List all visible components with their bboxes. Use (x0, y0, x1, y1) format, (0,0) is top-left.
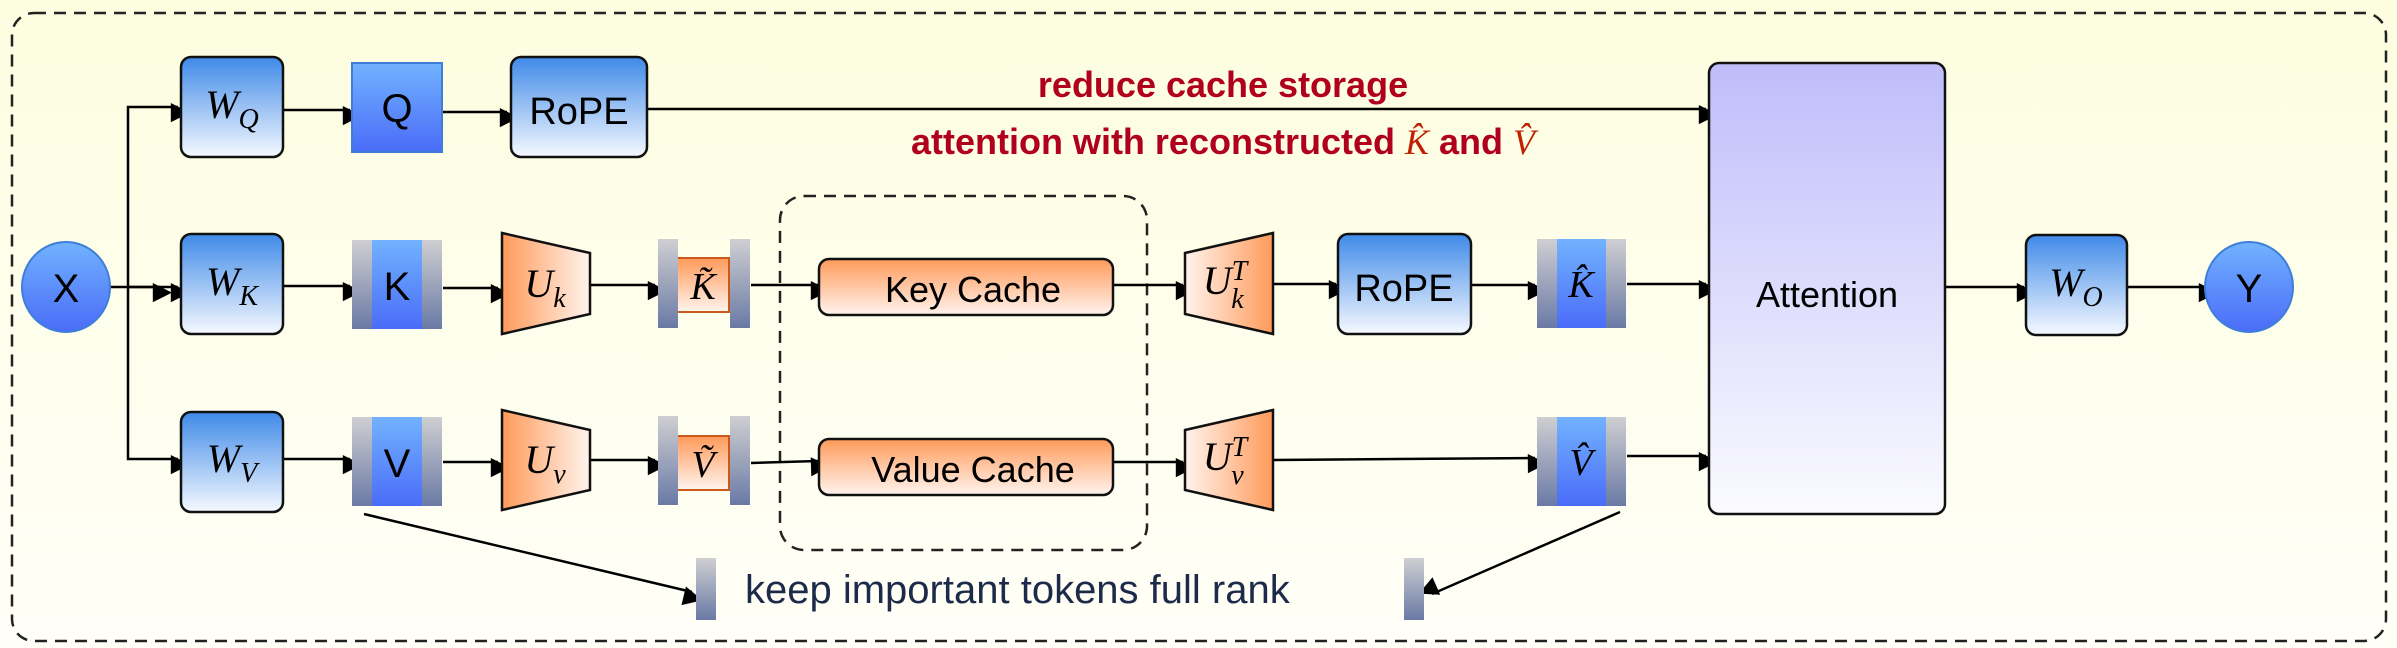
v-hat-label: V̂ (1569, 442, 1596, 484)
wk-projection: WK (179, 232, 285, 336)
outer-dashed-border (10, 11, 2388, 643)
k-tilde-label: K̃ (689, 266, 717, 308)
input-node-x: X (21, 241, 111, 333)
k-tensor: K (352, 240, 442, 329)
v-hat-reconstructed: V̂ (1537, 417, 1626, 506)
attention-label: Attention (1756, 274, 1898, 315)
wv-projection: WV (179, 410, 285, 514)
output-label: Y (2236, 267, 2263, 311)
ukt-sub: k (1231, 284, 1244, 315)
full-rank-token-bar-left (696, 558, 716, 620)
cache-group-border (778, 194, 1149, 552)
annotation-reconstructed: attention with reconstructed K̂ and V̂ (911, 121, 1539, 162)
uk-down-projection: Uk (500, 231, 592, 336)
v-tensor: V (352, 417, 442, 506)
wv-base: W (207, 436, 244, 481)
q-tensor: Q (351, 62, 443, 153)
annotation-and: and (1429, 121, 1513, 162)
wv-sub: V (240, 458, 260, 489)
svg-text:WV: WV (207, 436, 260, 489)
uv-down-projection: Uv (500, 408, 592, 512)
svg-text:UTv: UTv (1203, 432, 1250, 491)
rope-mid: RoPE (1336, 232, 1473, 336)
attention-block: Attention (1707, 61, 1947, 516)
annotation-k-hat: K̂ (1404, 122, 1431, 162)
wk-sub: K (238, 281, 259, 312)
ukt-base: U (1203, 258, 1235, 303)
wo-base: W (2049, 260, 2086, 305)
annotation-v-hat: V̂ (1513, 122, 1539, 162)
k-label: K (384, 265, 411, 309)
ukt-sup: T (1232, 256, 1250, 287)
k-tilde-latent: K̃ (658, 239, 750, 328)
value-cache: Value Cache (817, 437, 1115, 497)
svg-text:WQ: WQ (205, 82, 259, 135)
annotation-reduce-cache: reduce cache storage (1038, 64, 1408, 105)
uvt-sub: v (1231, 460, 1244, 491)
connectors (110, 103, 2219, 606)
v-tilde-label: Ṽ (691, 444, 718, 486)
uk-base: U (524, 261, 556, 306)
keep-tokens-label: keep important tokens full rank (745, 568, 1291, 612)
wq-base: W (205, 82, 242, 127)
svg-text:UTk: UTk (1203, 256, 1250, 315)
rope-top-label: RoPE (529, 91, 628, 133)
svg-text:WK: WK (206, 259, 259, 312)
wo-projection: WO (2024, 233, 2129, 337)
key-cache: Key Cache (817, 257, 1115, 317)
input-label: X (53, 267, 80, 311)
wk-base: W (206, 259, 243, 304)
uk-sub: k (553, 283, 566, 314)
wq-sub: Q (239, 104, 259, 135)
wq-projection: WQ (179, 55, 285, 159)
q-label: Q (381, 87, 412, 131)
k-hat-label: K̂ (1567, 264, 1595, 306)
annotation-prefix: attention with reconstructed (911, 121, 1405, 162)
svg-text:Uk: Uk (524, 261, 566, 314)
rope-mid-label: RoPE (1354, 268, 1453, 310)
k-hat-reconstructed: K̂ (1537, 239, 1626, 328)
key-cache-label: Key Cache (885, 269, 1061, 310)
v-label: V (384, 442, 411, 486)
wo-sub: O (2083, 282, 2103, 313)
svg-text:Uv: Uv (524, 437, 566, 490)
uv-sub: v (553, 459, 566, 490)
v-tilde-latent: Ṽ (658, 416, 750, 505)
uv-base: U (524, 437, 556, 482)
output-node-y: Y (2204, 241, 2294, 333)
uvt-sup: T (1232, 432, 1250, 463)
value-cache-label: Value Cache (871, 449, 1074, 490)
svg-text:WO: WO (2049, 260, 2103, 313)
full-rank-token-bar-right (1404, 558, 1424, 620)
uvt-base: U (1203, 434, 1235, 479)
rope-top: RoPE (509, 55, 649, 159)
